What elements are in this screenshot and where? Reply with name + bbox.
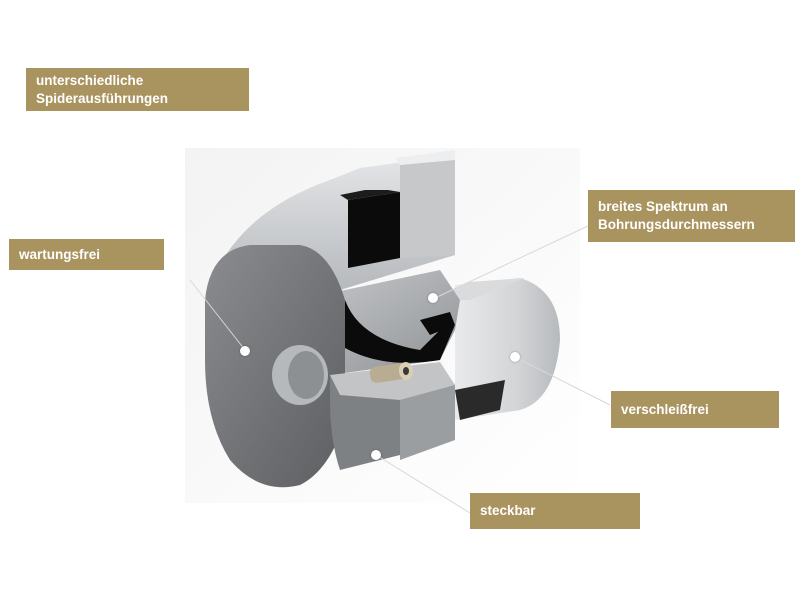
set-screw-body	[369, 363, 409, 383]
left-hub-top-block	[400, 155, 455, 258]
label-pluggable: steckbar	[470, 493, 640, 529]
marker-dot-steckbar	[371, 450, 381, 460]
label-maintenance-free: wartungsfrei	[9, 239, 164, 270]
marker-dot-wartungsfrei	[240, 346, 250, 356]
leader-wartungsfrei	[189, 279, 246, 351]
label-wear-free: verschleißfrei	[611, 391, 779, 428]
spider-upper	[348, 192, 400, 268]
right-hub	[455, 278, 560, 420]
label-bore-range: breites Spektrum an Bohrungsdurchmessern	[588, 190, 795, 242]
leader-verschleiss	[514, 356, 611, 406]
leader-steckbar	[375, 454, 471, 514]
set-screw-hole	[403, 367, 409, 375]
left-hub-lower-top	[330, 362, 455, 400]
marker-dot-bohrung	[428, 293, 438, 303]
spider-upper-top	[340, 190, 400, 200]
face-bore-inner	[288, 351, 324, 399]
left-hub-lower-side	[400, 385, 455, 460]
label-spider-variants: unterschiedliche Spiderausführungen	[26, 68, 249, 111]
marker-dot-verschleiss	[510, 352, 520, 362]
leader-bohrung	[434, 224, 591, 299]
spider-notch	[420, 312, 455, 335]
right-hub-dark-slot	[455, 380, 505, 420]
left-hub-top-block-edge	[395, 150, 455, 165]
spider-lower	[340, 300, 455, 363]
